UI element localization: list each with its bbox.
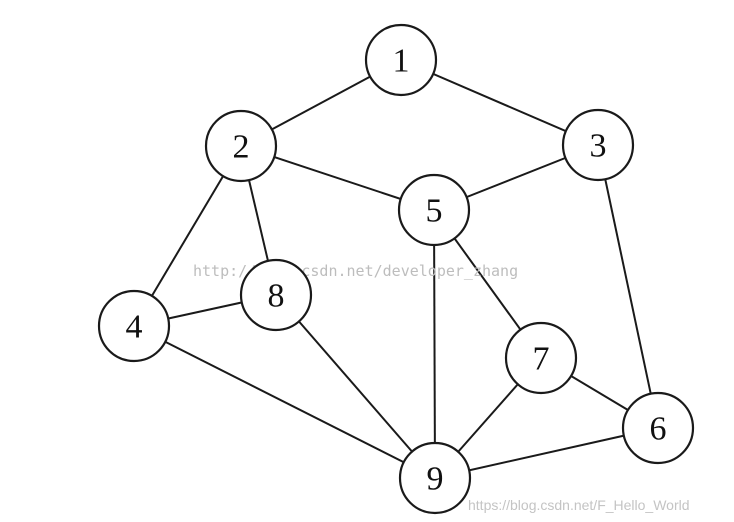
- node-circle-6: [621, 391, 695, 465]
- node-2: 2: [204, 109, 278, 183]
- edge-9-6: [434, 427, 659, 479]
- node-label-8: 8: [268, 278, 285, 315]
- node-label-9: 9: [427, 461, 444, 498]
- node-9: 9: [398, 441, 472, 515]
- node-circle-4: [97, 289, 171, 363]
- edge-3-6: [597, 144, 659, 429]
- node-5: 5: [397, 173, 471, 247]
- watermark-corner-text: https://blog.csdn.net/F_Hello_World: [468, 497, 690, 513]
- nodes-layer: 1 2 3 4 5 6 7 8 9: [97, 23, 695, 515]
- node-8: 8: [239, 258, 313, 332]
- node-circle-8: [239, 258, 313, 332]
- node-label-2: 2: [233, 129, 250, 166]
- node-7: 7: [504, 321, 578, 395]
- node-circle-5: [397, 173, 471, 247]
- node-circle-2: [204, 109, 278, 183]
- node-label-6: 6: [650, 411, 667, 448]
- node-6: 6: [621, 391, 695, 465]
- node-label-4: 4: [126, 309, 143, 346]
- edge-8-9: [275, 294, 436, 479]
- edge-5-9: [433, 209, 436, 479]
- node-4: 4: [97, 289, 171, 363]
- node-3: 3: [561, 108, 635, 182]
- node-label-7: 7: [533, 341, 550, 378]
- node-label-5: 5: [426, 193, 443, 230]
- node-label-3: 3: [590, 128, 607, 165]
- node-label-1: 1: [393, 43, 410, 80]
- node-circle-9: [398, 441, 472, 515]
- edge-4-9: [133, 325, 436, 479]
- node-circle-1: [364, 23, 438, 97]
- node-circle-3: [561, 108, 635, 182]
- node-circle-7: [504, 321, 578, 395]
- watermark-center-text: http://blog.csdn.net/developer_zhang: [193, 262, 518, 280]
- node-1: 1: [364, 23, 438, 97]
